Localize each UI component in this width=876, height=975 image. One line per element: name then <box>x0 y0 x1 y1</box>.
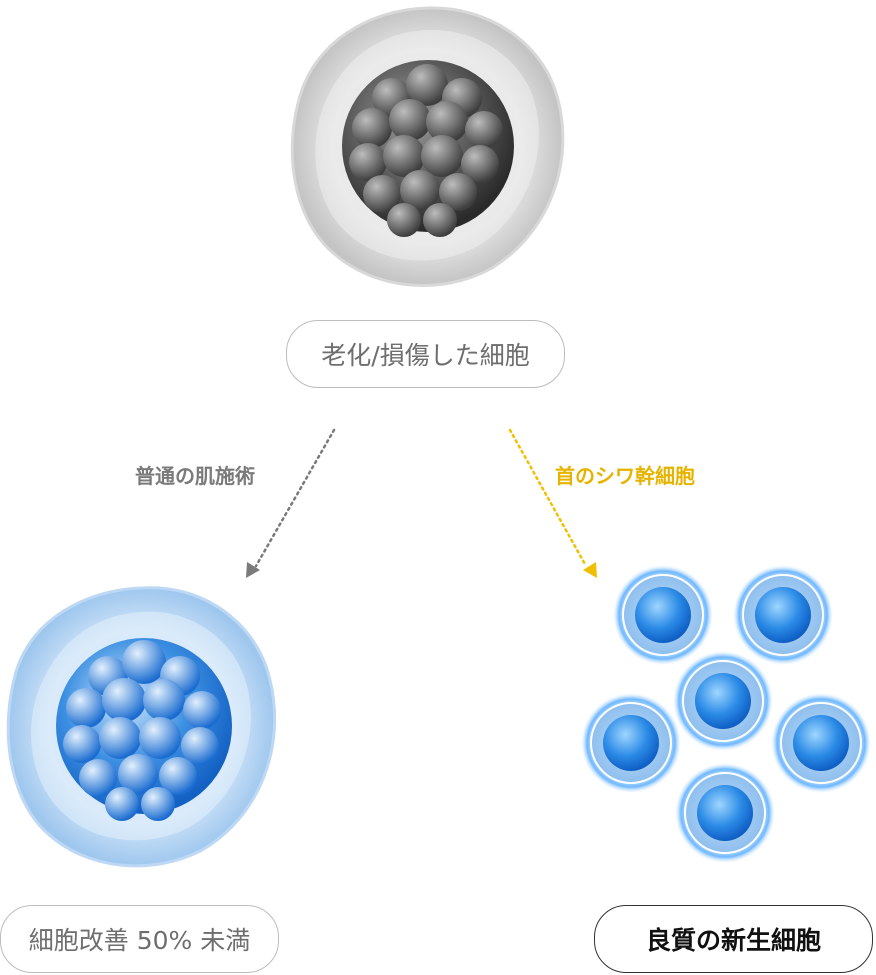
stem-cell-label: 首のシワ幹細胞 <box>555 464 695 488</box>
small-cell-4 <box>581 693 681 793</box>
aged-cell-icon <box>290 6 565 287</box>
stem-arrow-line <box>508 428 588 568</box>
quality-cells-label-pill: 良質の新生細胞 <box>594 905 873 973</box>
normal-treatment-label: 普通の肌施術 <box>135 464 255 488</box>
aged-cell-label-pill: 老化/損傷した細胞 <box>286 320 565 388</box>
small-cell-3 <box>673 651 773 751</box>
blue-cell-icon <box>6 586 277 868</box>
aged-cell-label: 老化/損傷した細胞 <box>321 341 530 370</box>
normal-arrowhead <box>246 562 260 578</box>
small-cell-1 <box>613 565 713 665</box>
normal-arrow-line <box>254 428 336 568</box>
improvement-label-pill: 細胞改善 50% 未満 <box>0 905 279 973</box>
small-cell-5 <box>771 693 871 793</box>
small-cell-2 <box>733 565 833 665</box>
improvement-label: 細胞改善 50% 未満 <box>28 926 251 955</box>
healthy-cell-cluster-icon <box>581 565 871 863</box>
small-cell-6 <box>675 763 775 863</box>
quality-cells-label: 良質の新生細胞 <box>645 926 821 955</box>
